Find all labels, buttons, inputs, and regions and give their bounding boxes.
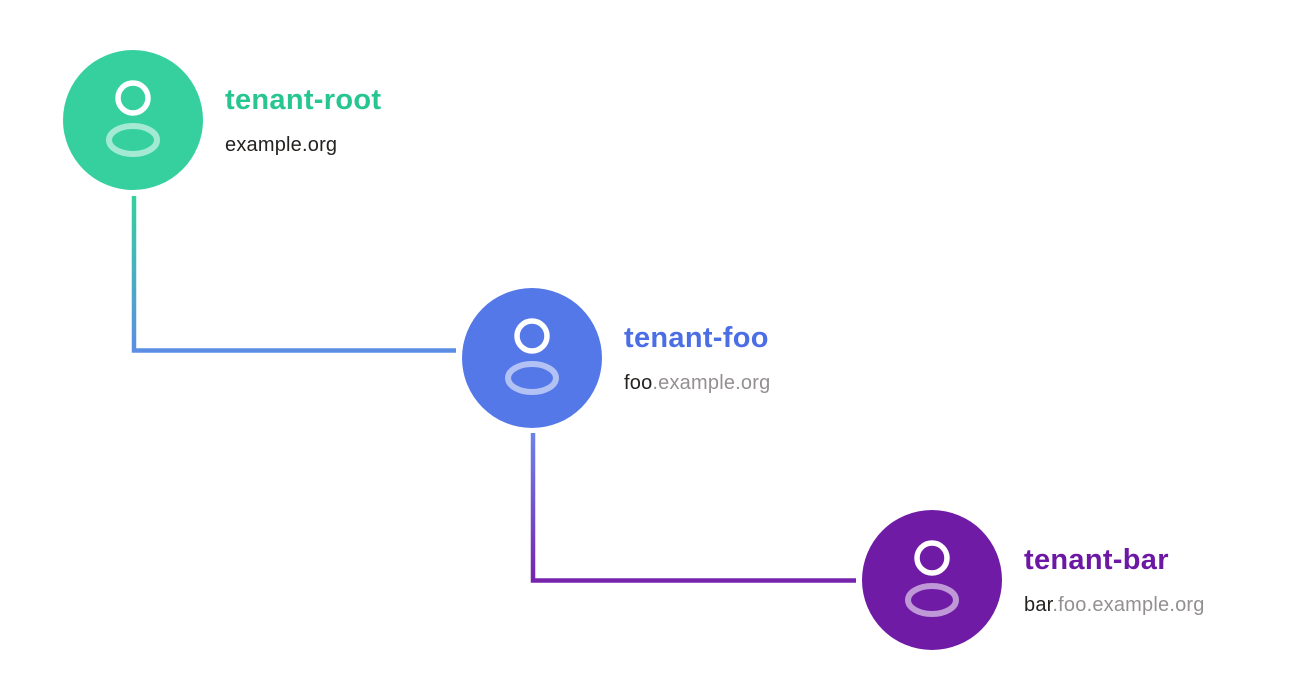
- tenant-name: tenant-bar: [1024, 544, 1169, 576]
- tenant-domain: example.org: [225, 132, 337, 158]
- tenant-domain-primary: example.org: [225, 134, 338, 156]
- connector-foo-to-bar: [530, 433, 856, 583]
- tenant-name: tenant-root: [225, 84, 382, 116]
- avatar-circle: [462, 288, 602, 428]
- tenant-domain: foo.example.org: [624, 370, 770, 396]
- person-head-icon: [514, 318, 550, 354]
- tenant-domain-primary: bar: [1024, 594, 1053, 616]
- person-body-icon: [106, 123, 160, 157]
- user-avatar-icon: [462, 288, 602, 428]
- tenant-domain-primary: foo: [624, 372, 653, 394]
- person-body-icon: [505, 361, 559, 395]
- person-head-icon: [115, 80, 151, 116]
- tenant-name: tenant-foo: [624, 322, 769, 354]
- avatar-circle: [862, 510, 1002, 650]
- tenant-domain: bar.foo.example.org: [1024, 592, 1205, 618]
- person-body-icon: [905, 583, 959, 617]
- avatar-circle: [63, 50, 203, 190]
- tenant-domain-rest: .foo.example.org: [1052, 594, 1205, 616]
- person-head-icon: [914, 540, 950, 576]
- tenant-domain-rest: .example.org: [652, 372, 771, 394]
- connector-root-to-foo: [131, 196, 456, 353]
- user-avatar-icon: [63, 50, 203, 190]
- user-avatar-icon: [862, 510, 1002, 650]
